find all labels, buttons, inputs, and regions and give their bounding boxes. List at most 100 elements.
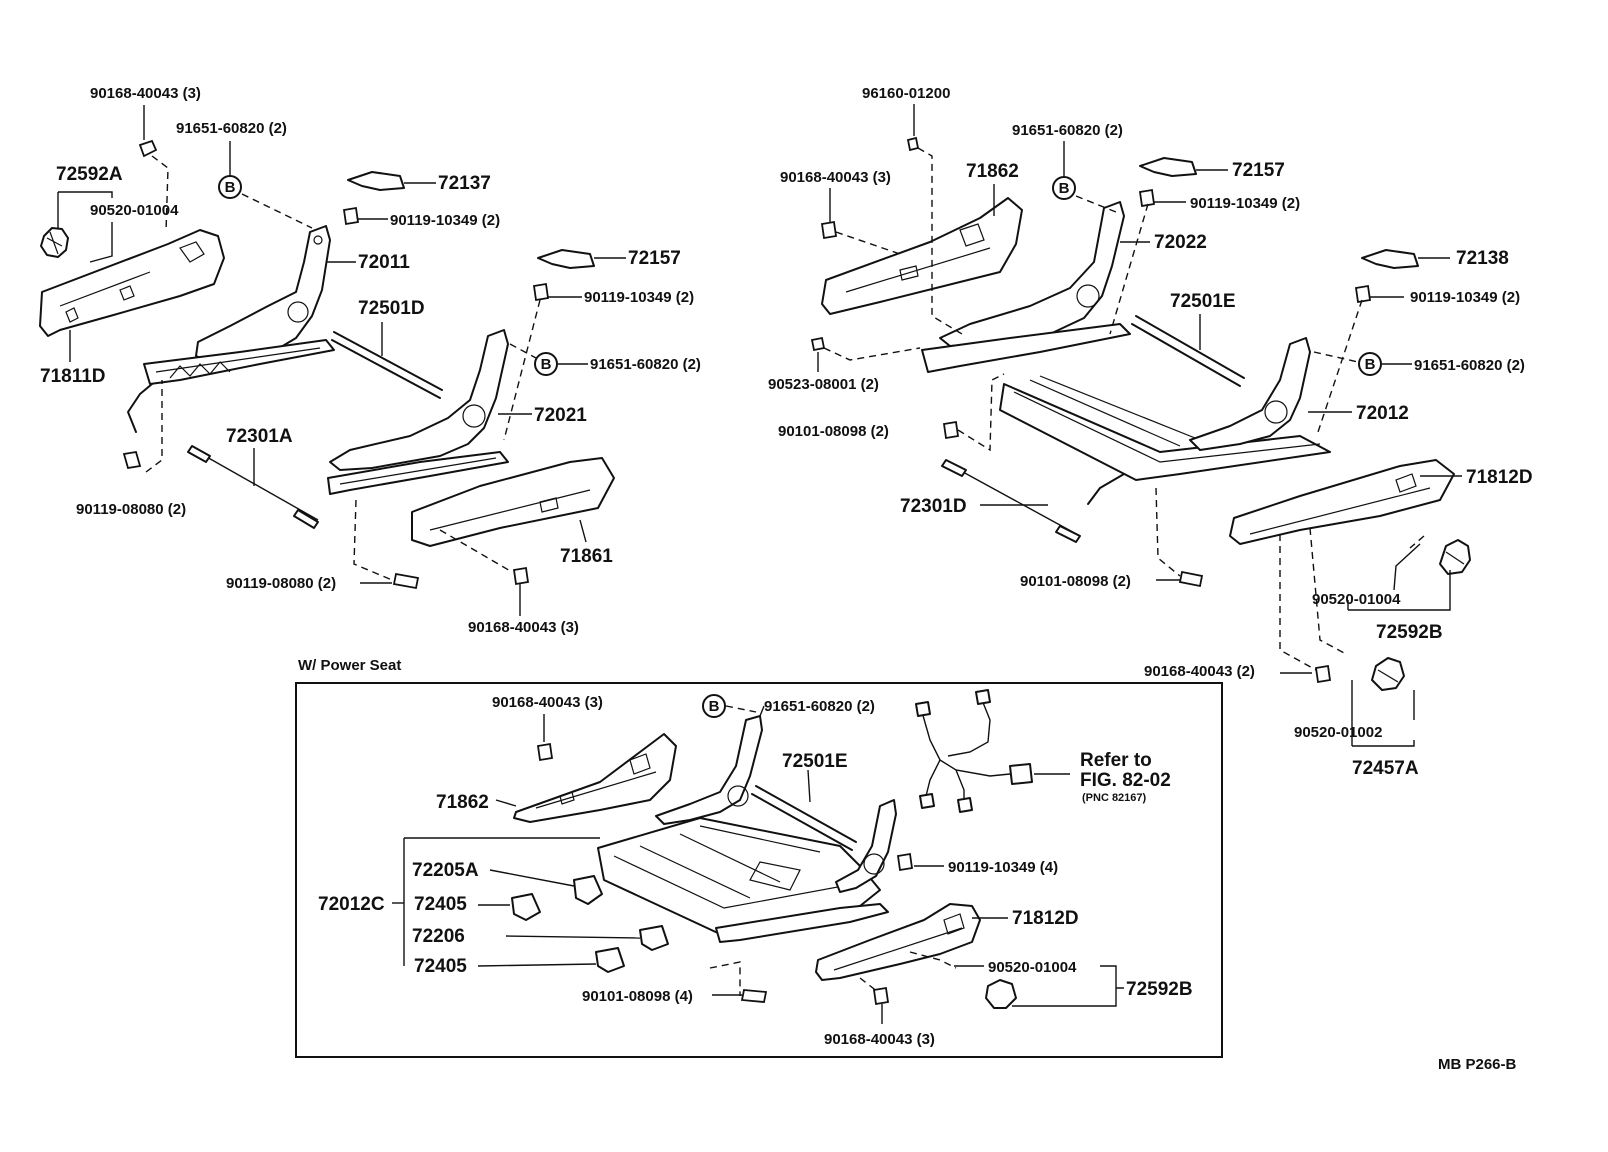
inner-cover-71861	[411, 457, 615, 547]
b-marker-b: B	[534, 352, 558, 376]
bolt-90119-10349-e	[896, 852, 914, 872]
label-72137: 72137	[438, 173, 491, 194]
outer-cover-71862-a	[821, 197, 1023, 315]
label-72501e: 72501E	[782, 751, 848, 772]
label-72405: 72405	[414, 894, 467, 915]
refer-line-1: Refer to	[1080, 750, 1152, 771]
label-90119-10349: 90119-10349 (2)	[584, 289, 694, 306]
leader-dashed	[1075, 195, 1117, 213]
label-90168-40043: 90168-40043 (2)	[1144, 663, 1255, 680]
refer-line-3: (PNC 82167)	[1082, 792, 1147, 804]
clip-90523-08001	[810, 336, 826, 352]
motor-72205a	[573, 875, 603, 905]
label-72012: 72012	[1356, 403, 1409, 424]
leader-bracket	[1351, 680, 1415, 747]
leader-line	[807, 769, 811, 803]
adjust-knob-72592b-a	[1439, 539, 1471, 575]
pin-96160-01200	[906, 136, 920, 152]
label-91651-60820: 91651-60820 (2)	[764, 698, 875, 715]
leader-dashed	[145, 380, 163, 473]
label-72592a: 72592A	[56, 164, 123, 185]
power-seat-title: W/ Power Seat	[298, 657, 401, 674]
label-72405: 72405	[414, 956, 467, 977]
leader-dashed	[1109, 203, 1149, 335]
label-90101-08098: 90101-08098 (2)	[1020, 573, 1131, 590]
leader-dashed	[353, 499, 393, 581]
bolt-90168-40043-d	[1314, 664, 1332, 684]
leader-dashed	[1309, 527, 1347, 655]
leader-dashed	[835, 231, 901, 255]
b-marker-e: B	[702, 694, 726, 718]
part-number-labels: 90168-40043 (3) 91651-60820 (2) 72592A 9…	[40, 85, 1533, 1073]
label-90119-08080: 90119-08080 (2)	[226, 575, 336, 592]
bolt-90168-40043-e	[536, 742, 554, 762]
label-90119-10349: 90119-10349 (2)	[1410, 289, 1520, 306]
label-72021: 72021	[534, 405, 587, 426]
seat-track-left	[127, 339, 335, 433]
gear-72405-a	[511, 893, 541, 921]
leader-dashed	[909, 951, 957, 969]
leader-bracket	[1347, 570, 1451, 611]
b-marker-a: B	[218, 175, 242, 199]
leader-bracket	[1012, 965, 1124, 1007]
recliner-hinge-72021	[327, 329, 509, 495]
label-72012c: 72012C	[318, 894, 385, 915]
release-cable-72301a	[187, 445, 319, 529]
bolt-90119-10349-a	[342, 206, 360, 226]
inner-cover-71812d-b	[815, 903, 981, 981]
label-72157: 72157	[1232, 160, 1285, 181]
adjust-knob-72592a	[40, 227, 69, 258]
label-90119-08080: 90119-08080 (2)	[76, 501, 186, 518]
b-marker-text: B	[709, 698, 720, 715]
outer-cover-71811d	[39, 229, 225, 337]
leader-bracket	[403, 837, 600, 966]
leader-dashed	[957, 373, 1005, 452]
leader-dashed	[1409, 535, 1425, 549]
bolt-90168-40043-b	[512, 566, 530, 586]
label-72592b: 72592B	[1376, 622, 1443, 643]
label-72138: 72138	[1456, 248, 1509, 269]
power-seat-group: B	[295, 682, 1223, 1058]
seat-track-frame-72012	[921, 323, 1331, 505]
leader-dashed	[439, 529, 513, 573]
leader-dashed	[917, 147, 963, 335]
leader-line	[505, 935, 641, 939]
label-71812d: 71812D	[1466, 467, 1533, 488]
label-72592b: 72592B	[1126, 979, 1193, 1000]
torsion-rod-72501e-a	[1131, 315, 1245, 387]
leader-bracket	[57, 191, 113, 228]
leader-dashed	[709, 961, 741, 996]
leader-dashed	[859, 977, 879, 993]
leader-line	[489, 869, 575, 887]
label-90520-01004: 90520-01004	[90, 202, 179, 219]
bolt-90119-10349-d	[1354, 284, 1372, 304]
label-90119-10349: 90119-10349 (4)	[948, 859, 1058, 876]
label-72501d: 72501D	[358, 298, 425, 319]
label-72205a: 72205A	[412, 860, 479, 881]
label-91651-60820: 91651-60820 (2)	[590, 356, 701, 373]
b-marker-c: B	[1052, 176, 1076, 200]
right-seat-adjuster-group: B B	[810, 104, 1471, 747]
leader-line	[477, 963, 597, 967]
b-marker-text: B	[225, 179, 236, 196]
leader-dashed	[509, 343, 537, 359]
leader-dashed	[823, 347, 921, 361]
b-marker-text: B	[1059, 180, 1070, 197]
label-72457a: 72457A	[1352, 758, 1419, 779]
label-71811d: 71811D	[40, 366, 106, 387]
leader-dashed	[725, 705, 757, 713]
label-90520-01002: 90520-01002	[1294, 724, 1382, 741]
gear-72405-b	[595, 947, 625, 973]
label-90520-01004: 90520-01004	[1312, 591, 1401, 608]
label-72501e: 72501E	[1170, 291, 1236, 312]
label-90520-01004: 90520-01004	[988, 959, 1077, 976]
label-90101-08098: 90101-08098 (2)	[778, 423, 889, 440]
bolt-90168-40043-a	[138, 139, 158, 158]
label-96160-01200: 96160-01200	[862, 85, 950, 102]
power-seat-frame	[295, 682, 1223, 1058]
label-72301d: 72301D	[900, 496, 967, 517]
clip-72157-b	[1139, 157, 1197, 177]
bolt-90119-10349-b	[532, 282, 550, 302]
label-71812d: 71812D	[1012, 908, 1079, 929]
